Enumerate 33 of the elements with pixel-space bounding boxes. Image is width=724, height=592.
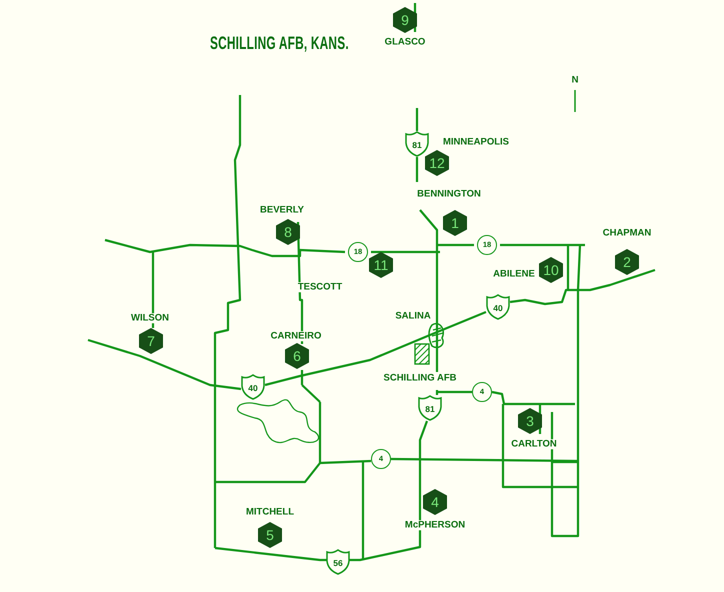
interstate-shield: 81 (418, 395, 442, 421)
city-label: SALINA (394, 311, 432, 321)
site-marker: 11 (369, 252, 393, 278)
interstate-shield: 40 (241, 374, 265, 400)
site-marker: 10 (539, 257, 563, 283)
site-marker: 5 (258, 522, 282, 548)
place-name: CHAPMAN (602, 228, 652, 238)
interstate-shield: 40 (486, 294, 510, 320)
place-name: WILSON (130, 313, 170, 323)
place-name: GLASCO (384, 37, 426, 47)
place-name: TESCOTT (296, 282, 344, 292)
site-marker: 9 (393, 7, 417, 33)
place-name: CARNEIRO (270, 331, 322, 341)
interstate-shield: 81 (405, 131, 429, 157)
site-marker: 1 (443, 210, 467, 236)
place-name: MITCHELL (244, 507, 296, 517)
map-title: SCHILLING AFB, KANS. (210, 33, 349, 54)
place-name: ABILENE (492, 269, 536, 279)
place-name: McPHERSON (404, 520, 466, 530)
site-marker: 6 (285, 343, 309, 369)
interstate-shield: 56 (326, 549, 350, 575)
place-name: MINNEAPOLIS (442, 137, 510, 147)
site-marker: 8 (276, 219, 300, 245)
place-name: BENNINGTON (416, 189, 482, 199)
site-marker: 3 (518, 408, 542, 434)
site-marker: 7 (139, 328, 163, 354)
place-name: CARLTON (510, 439, 558, 449)
site-marker: 12 (425, 150, 449, 176)
base-label: SCHILLING AFB (382, 373, 458, 383)
site-marker: 4 (423, 489, 447, 515)
place-name: BEVERLY (259, 205, 305, 215)
site-marker: 2 (615, 249, 639, 275)
north-label: N (570, 75, 580, 85)
